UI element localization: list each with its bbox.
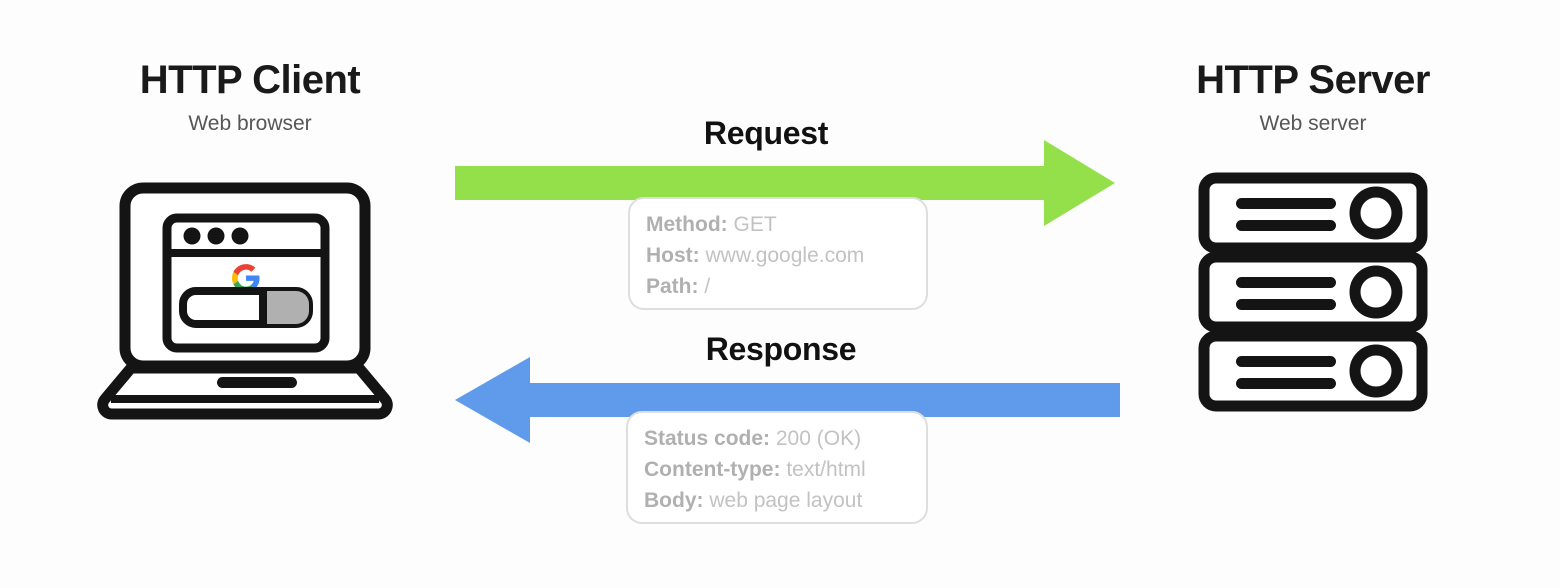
response-detail-value: text/html <box>786 458 866 481</box>
response-detail-row: Content-type: text/html <box>644 454 910 485</box>
server-subtitle: Web server <box>1259 112 1367 135</box>
request-detail-row: Method: GET <box>646 209 910 240</box>
response-detail-key: Content-type: <box>644 458 781 481</box>
client-title: HTTP Client <box>139 58 361 102</box>
client-subtitle: Web browser <box>188 112 312 135</box>
laptop-browser-icon <box>97 182 393 420</box>
request-detail-row: Host: www.google.com <box>646 240 910 271</box>
right-arrow-icon <box>455 140 1115 226</box>
response-detail-row: Body: web page layout <box>644 485 910 516</box>
response-detail-value: 200 (OK) <box>775 427 862 450</box>
response-detail-row: Status code: 200 (OK) <box>644 423 910 454</box>
server-rack-icon <box>1198 172 1428 412</box>
request-details-box: Method: GET Host: www.google.com Path: / <box>628 197 928 310</box>
request-detail-value: GET <box>733 213 777 236</box>
request-detail-value: / <box>704 275 711 298</box>
request-detail-key: Host: <box>646 244 700 267</box>
request-detail-row: Path: / <box>646 271 910 302</box>
response-label: Response <box>705 331 857 367</box>
left-arrow-icon <box>455 357 1120 443</box>
request-detail-key: Method: <box>646 213 728 236</box>
request-detail-value: www.google.com <box>705 244 865 267</box>
response-detail-key: Body: <box>644 489 704 512</box>
response-detail-value: web page layout <box>709 489 863 512</box>
response-details-box: Status code: 200 (OK) Content-type: text… <box>626 411 928 524</box>
request-detail-key: Path: <box>646 275 699 298</box>
request-label: Request <box>703 115 829 151</box>
response-detail-key: Status code: <box>644 427 771 450</box>
server-title: HTTP Server <box>1196 58 1430 102</box>
